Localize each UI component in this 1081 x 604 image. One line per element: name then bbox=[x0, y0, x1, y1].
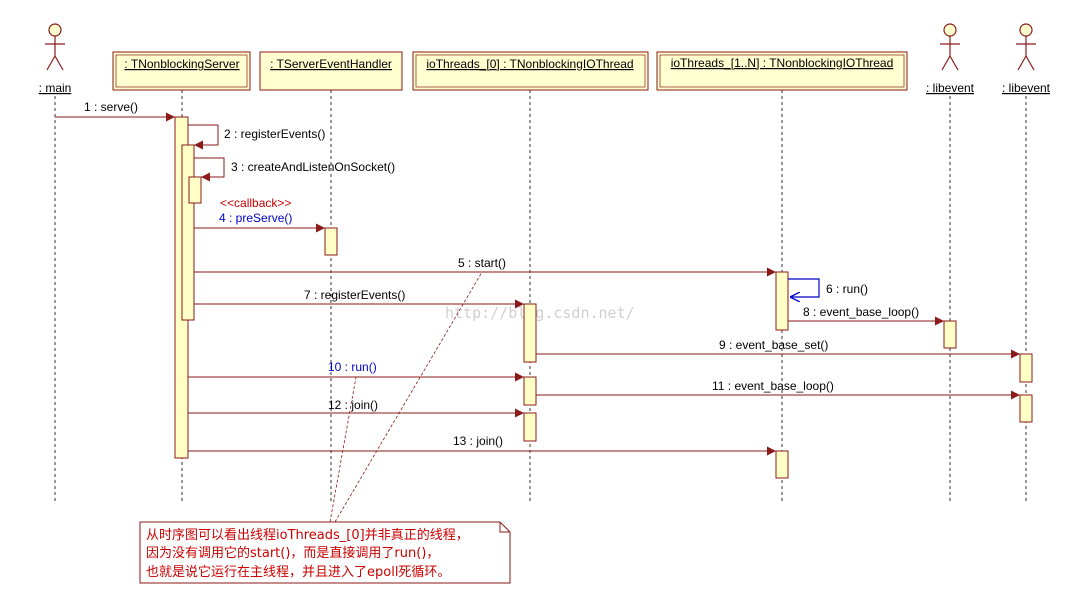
message-1-label: 1 : serve() bbox=[84, 100, 138, 114]
activation-ioN-join bbox=[775, 450, 789, 479]
object-box-handler bbox=[259, 51, 403, 91]
activation-libevent2-loop bbox=[1019, 394, 1033, 423]
message-11-label: 11 : event_base_loop() bbox=[712, 379, 834, 393]
note-box bbox=[139, 521, 511, 584]
note-connectors bbox=[329, 271, 483, 523]
activation-handler-preServe bbox=[324, 227, 338, 256]
message-7-label: 7 : registerEvents() bbox=[304, 288, 405, 302]
lifelines bbox=[54, 90, 1027, 503]
object-handler-label: : TServerEventHandler bbox=[270, 57, 392, 71]
object-ioN-label: ioThreads_[1..N] : TNonblockingIOThread bbox=[671, 56, 894, 70]
message-5-label: 5 : start() bbox=[458, 256, 506, 270]
activation-ioN-start bbox=[775, 271, 789, 331]
message-2-label: 2 : registerEvents() bbox=[224, 127, 325, 141]
activation-server-createSocket bbox=[188, 176, 202, 204]
message-6-label: 6 : run() bbox=[826, 282, 868, 296]
actor-libevent-1-label: : libevent bbox=[926, 81, 975, 95]
activation-io0-run bbox=[523, 376, 537, 406]
actor-libevent-1 bbox=[940, 23, 960, 71]
object-io0-label: ioThreads_[0] : TNonblockingIOThread bbox=[426, 57, 633, 71]
activation-server-registerEvents bbox=[181, 144, 195, 321]
message-3-arrow bbox=[194, 157, 225, 182]
note-connector-start bbox=[334, 271, 483, 523]
activation-libevent1-loop bbox=[943, 320, 957, 349]
actor-main bbox=[45, 23, 65, 71]
callback-stereotype-label: <<callback>> bbox=[220, 196, 291, 210]
object-server-label: : TNonblockingServer bbox=[124, 57, 239, 71]
note-line-1: 从时序图可以看出线程ioThreads_[0]并非真正的线程， bbox=[146, 527, 469, 543]
activation-io0-join bbox=[523, 412, 537, 442]
message-13-label: 13 : join() bbox=[453, 434, 503, 448]
note-connector-run bbox=[329, 376, 357, 523]
actor-libevent-2-label: : libevent bbox=[1002, 81, 1051, 95]
message-3-label: 3 : createAndListenOnSocket() bbox=[231, 160, 395, 174]
message-10-label: 10 : run() bbox=[328, 360, 377, 374]
activation-io0-registerEvents bbox=[523, 303, 537, 363]
message-8-label: 8 : event_base_loop() bbox=[803, 305, 919, 319]
object-box-ioN bbox=[656, 51, 908, 91]
message-4-label: 4 : preServe() bbox=[219, 211, 292, 225]
message-6-arrow bbox=[788, 278, 820, 297]
watermark-text: http://blog.csdn.net/ bbox=[445, 304, 635, 322]
actor-libevent-2 bbox=[1016, 23, 1036, 71]
message-12-label: 12 : join() bbox=[328, 398, 378, 412]
actor-main-label: : main bbox=[39, 81, 72, 95]
message-2-arrow bbox=[188, 124, 219, 150]
activation-libevent2-set bbox=[1019, 353, 1033, 383]
note-line-2: 因为没有调用它的start()，而是直接调用了run()， bbox=[146, 545, 439, 561]
activations bbox=[174, 116, 1033, 479]
message-9-label: 9 : event_base_set() bbox=[719, 338, 828, 352]
note-line-3: 也就是说它运行在主线程，并且进入了epoll死循环。 bbox=[146, 564, 450, 580]
